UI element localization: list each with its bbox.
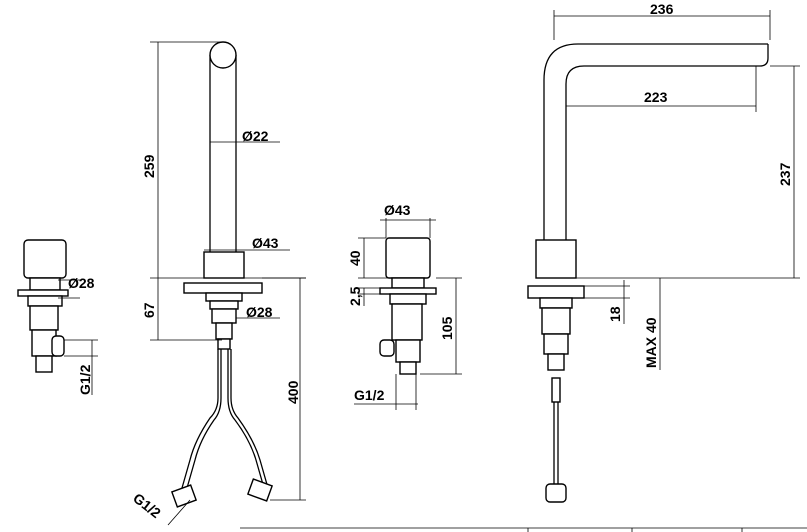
spout-front-view [170,41,274,508]
side-valve-left [17,239,98,395]
dim-flange-thickness: 2,5 [347,286,363,306]
dim-shank-diameter: Ø28 [246,304,273,320]
dim-handle-diameter: Ø43 [384,202,411,218]
dim-side-valve-diameter: Ø28 [68,275,95,291]
dim-shank-length: 67 [141,302,157,318]
dim-spout-reach-total: 236 [650,1,674,17]
dim-side-valve-thread: G1/2 [77,364,93,395]
dim-body-diameter: Ø43 [252,235,279,251]
dim-spout-diameter: Ø22 [242,128,269,144]
dim-valve-thread: G1/2 [354,387,385,403]
dim-spout-height-side: 237 [777,162,793,186]
dim-max-deck-thickness: MAX 40 [643,317,659,368]
dim-hose-length: 400 [285,380,301,404]
dim-valve-length: 105 [439,316,455,340]
spout-side-view [527,43,769,503]
side-valve-center [379,237,437,375]
dim-hose-thread: G1/2 [130,490,164,521]
dim-base-height: 18 [607,306,623,322]
dim-handle-height: 40 [347,250,363,266]
dim-spout-height: 259 [141,154,157,178]
dim-spout-reach-outlet: 223 [644,89,668,105]
